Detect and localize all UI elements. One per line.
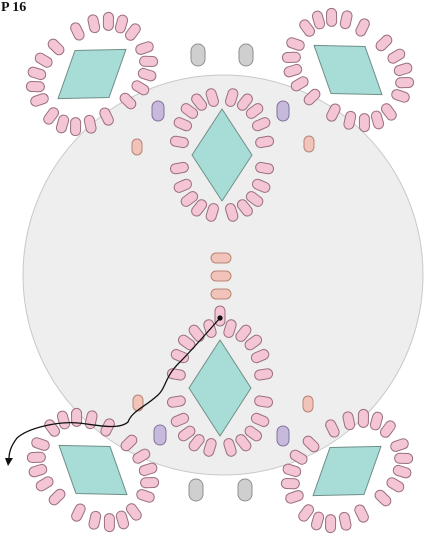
pink-seed-bead (47, 487, 67, 507)
pink-seed-bead (354, 17, 371, 38)
pink-seed-bead (285, 36, 305, 51)
pink-seed-bead (104, 514, 114, 532)
pink-seed-bead (394, 453, 412, 464)
pink-seed-bead (30, 436, 50, 451)
pink-seed-bead (339, 10, 353, 30)
purple-seed-bead (277, 101, 289, 121)
salmon-seed-bead (211, 271, 231, 281)
pink-seed-bead (282, 52, 300, 63)
thread-arrowhead (5, 458, 13, 466)
pink-seed-bead (70, 502, 87, 523)
gray-seed-bead (238, 479, 252, 501)
pink-seed-bead (385, 476, 406, 494)
pink-seed-bead (27, 66, 47, 81)
pink-seed-bead (392, 464, 412, 479)
pink-seed-bead (139, 56, 157, 67)
pink-seed-bead (55, 114, 70, 134)
pink-seed-bead (33, 51, 54, 69)
purple-seed-bead (277, 426, 289, 446)
pink-seed-bead (138, 462, 158, 477)
pink-seed-bead (311, 10, 326, 30)
pink-seed-bead (70, 118, 80, 136)
pink-seed-bead (353, 503, 370, 524)
pink-seed-bead (282, 463, 302, 478)
pink-seed-bead (386, 47, 407, 65)
pink-seed-bead (46, 37, 66, 57)
salmon-seed-bead (211, 253, 231, 263)
pink-seed-bead (26, 81, 44, 92)
purple-seed-bead (152, 101, 164, 121)
pink-seed-bead (88, 510, 102, 530)
salmon-seed-bead (132, 139, 142, 155)
pink-seed-bead (115, 510, 130, 530)
pink-seed-bead (370, 110, 385, 130)
salmon-seed-bead (211, 289, 231, 299)
pink-seed-bead (326, 8, 336, 26)
pink-seed-bead (338, 511, 352, 531)
pink-seed-bead (390, 88, 410, 103)
salmon-seed-bead (303, 396, 313, 412)
pink-seed-bead (358, 409, 368, 427)
pink-seed-bead (359, 114, 369, 132)
pink-seed-bead (29, 92, 49, 107)
purple-seed-bead (154, 425, 166, 445)
pink-seed-bead (27, 452, 45, 463)
gray-seed-bead (191, 44, 205, 66)
salmon-seed-bead (304, 136, 314, 152)
pink-seed-bead (140, 477, 158, 488)
pink-seed-bead (137, 67, 157, 82)
pink-seed-bead (283, 63, 303, 78)
pink-seed-bead (135, 488, 155, 503)
pink-seed-bead (325, 515, 335, 533)
pink-seed-bead (28, 463, 48, 478)
pink-seed-bead (374, 33, 394, 53)
pink-seed-bead (134, 40, 154, 55)
pink-seed-bead (369, 411, 384, 431)
gray-seed-bead (189, 479, 203, 501)
pink-seed-bead (281, 478, 299, 489)
pink-seed-bead (34, 475, 55, 493)
pink-seed-bead (114, 14, 129, 34)
pink-seed-bead (69, 21, 86, 42)
pink-seed-bead (87, 14, 101, 34)
pink-seed-bead (389, 437, 409, 452)
pink-seed-bead (56, 410, 71, 430)
pink-seed-bead (393, 62, 413, 77)
pink-seed-bead (373, 488, 393, 508)
pink-seed-bead (310, 511, 325, 531)
salmon-seed-bead (133, 395, 143, 411)
pink-seed-bead (395, 77, 413, 88)
gray-seed-bead (239, 44, 253, 66)
thread-start-dot (217, 315, 222, 320)
pink-seed-bead (103, 12, 113, 30)
pink-seed-bead (284, 489, 304, 504)
